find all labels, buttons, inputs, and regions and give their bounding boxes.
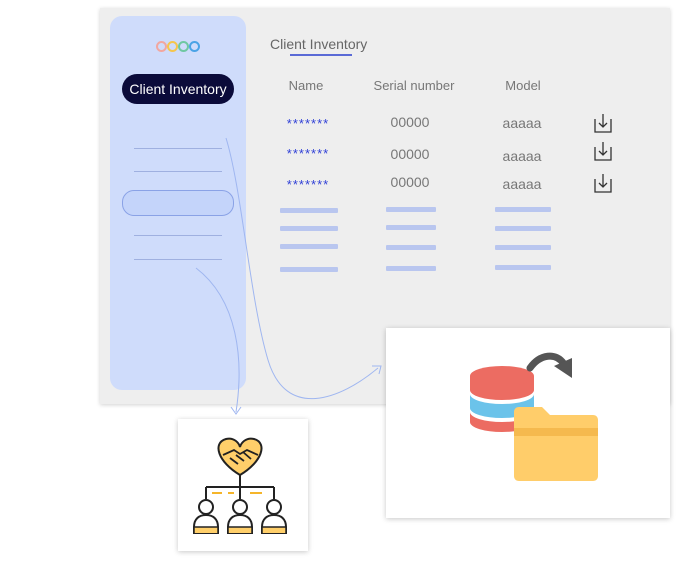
placeholder-line [386,245,436,250]
placeholder-line [495,207,551,212]
cell-model: aaaaa [502,115,542,131]
sidebar-item-placeholder[interactable] [134,148,222,149]
cell-name: ******* [286,177,330,192]
cell-serial: 00000 [390,114,430,130]
database-export-card [386,328,670,518]
sidebar-item-placeholder[interactable] [134,259,222,260]
cell-serial: 00000 [390,174,430,190]
column-header-model: Model [505,78,541,93]
download-icon[interactable] [593,112,613,134]
logo-ring-icon [167,41,178,52]
placeholder-line [280,244,338,249]
sidebar: Client Inventory [110,16,246,390]
sidebar-item-placeholder[interactable] [134,171,222,172]
team-card [178,419,308,551]
sidebar-item-placeholder[interactable] [134,235,222,236]
placeholder-line [495,245,551,250]
logo-ring-icon [189,41,200,52]
placeholder-line [280,208,338,213]
download-icon[interactable] [593,140,613,162]
placeholder-line [495,265,551,270]
curved-arrow-icon [526,352,572,378]
cell-model: aaaaa [502,148,542,164]
column-header-serial: Serial number [373,78,455,93]
column-header-name: Name [288,78,324,93]
placeholder-line [280,267,338,272]
sidebar-title-button[interactable]: Client Inventory [122,74,234,104]
brand-logo [156,41,202,55]
active-tab-underline [290,54,352,56]
placeholder-line [386,207,436,212]
logo-ring-icon [178,41,189,52]
cell-serial: 00000 [390,146,430,162]
cell-name: ******* [286,116,330,131]
page-title: Client Inventory [270,36,368,52]
folder-icon [514,407,598,481]
sidebar-item-selected[interactable] [122,190,234,216]
placeholder-line [495,226,551,231]
placeholder-line [280,226,338,231]
cell-model: aaaaa [502,176,542,192]
team-handshake-icon [193,437,287,534]
logo-ring-icon [156,41,167,52]
download-icon[interactable] [593,172,613,194]
cell-name: ******* [286,146,330,161]
placeholder-line [386,266,436,271]
placeholder-line [386,225,436,230]
